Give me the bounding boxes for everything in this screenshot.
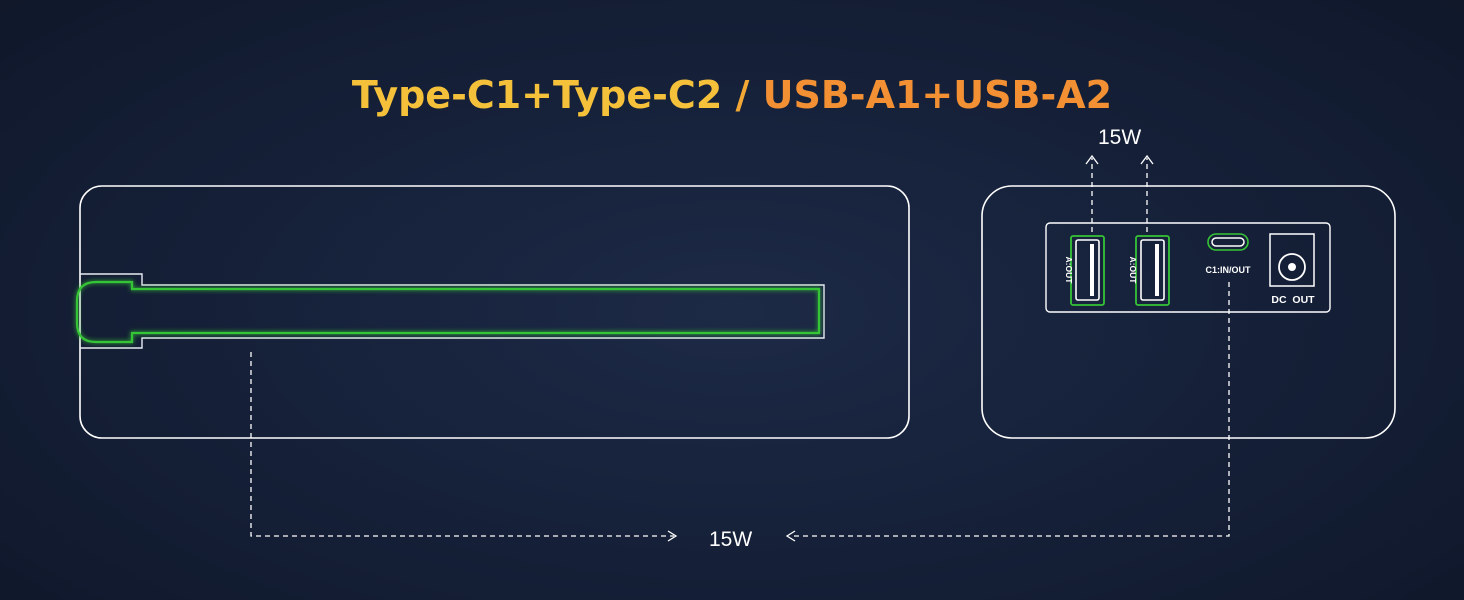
usb-a2-label: A:OUT [1128, 257, 1138, 285]
dc-out-port [1269, 233, 1315, 287]
port-panel [1045, 222, 1331, 313]
dc-out-label: DC OUT [1271, 294, 1315, 306]
title-type-c: Type-C1+Type-C2 [351, 73, 723, 117]
usb-a2-highlight [1135, 235, 1170, 306]
usb-a1-port [1070, 235, 1105, 306]
usb-c-highlight [1207, 233, 1249, 251]
dc-socket-ring [1278, 253, 1306, 281]
arrowhead-icon [1085, 154, 1099, 165]
usb-c-label: C1:IN/OUT [1206, 265, 1252, 275]
slot-dashed-line [250, 352, 674, 537]
dc-socket-frame [1269, 233, 1315, 287]
arrowhead-icon [785, 530, 796, 542]
usb-a2-port [1135, 235, 1170, 306]
arrowhead-icon [667, 530, 678, 542]
usb-c-socket [1211, 237, 1245, 247]
diagram-title: Type-C1+Type-C2 / USB-A1+USB-A2 [0, 70, 1464, 120]
dc-socket-pin [1288, 263, 1296, 271]
usb-a1-highlight [1070, 235, 1105, 306]
usb-a-output-arrows [1085, 154, 1154, 232]
slot-highlight [75, 280, 821, 344]
device-top-view [79, 185, 910, 439]
slot-outline [80, 273, 825, 349]
bottom-power-label: 15W [709, 528, 753, 551]
usb-c-port [1207, 233, 1249, 251]
title-separator: / [722, 73, 763, 117]
usb-a1-socket [1075, 239, 1100, 301]
usb-a1-tongue [1090, 244, 1094, 296]
usb-a2-tongue [1155, 244, 1159, 296]
usb-c-dashed-line [790, 282, 1230, 537]
device-side-view [981, 185, 1396, 439]
bottom-power-path [250, 282, 1230, 542]
usb-a1-label: A:OUT [1064, 257, 1074, 285]
title-usb-a: USB-A1+USB-A2 [762, 73, 1113, 117]
arrowhead-icon [1140, 154, 1154, 165]
usb-a-power-label: 15W [1098, 126, 1142, 149]
usb-a2-socket [1140, 239, 1165, 301]
